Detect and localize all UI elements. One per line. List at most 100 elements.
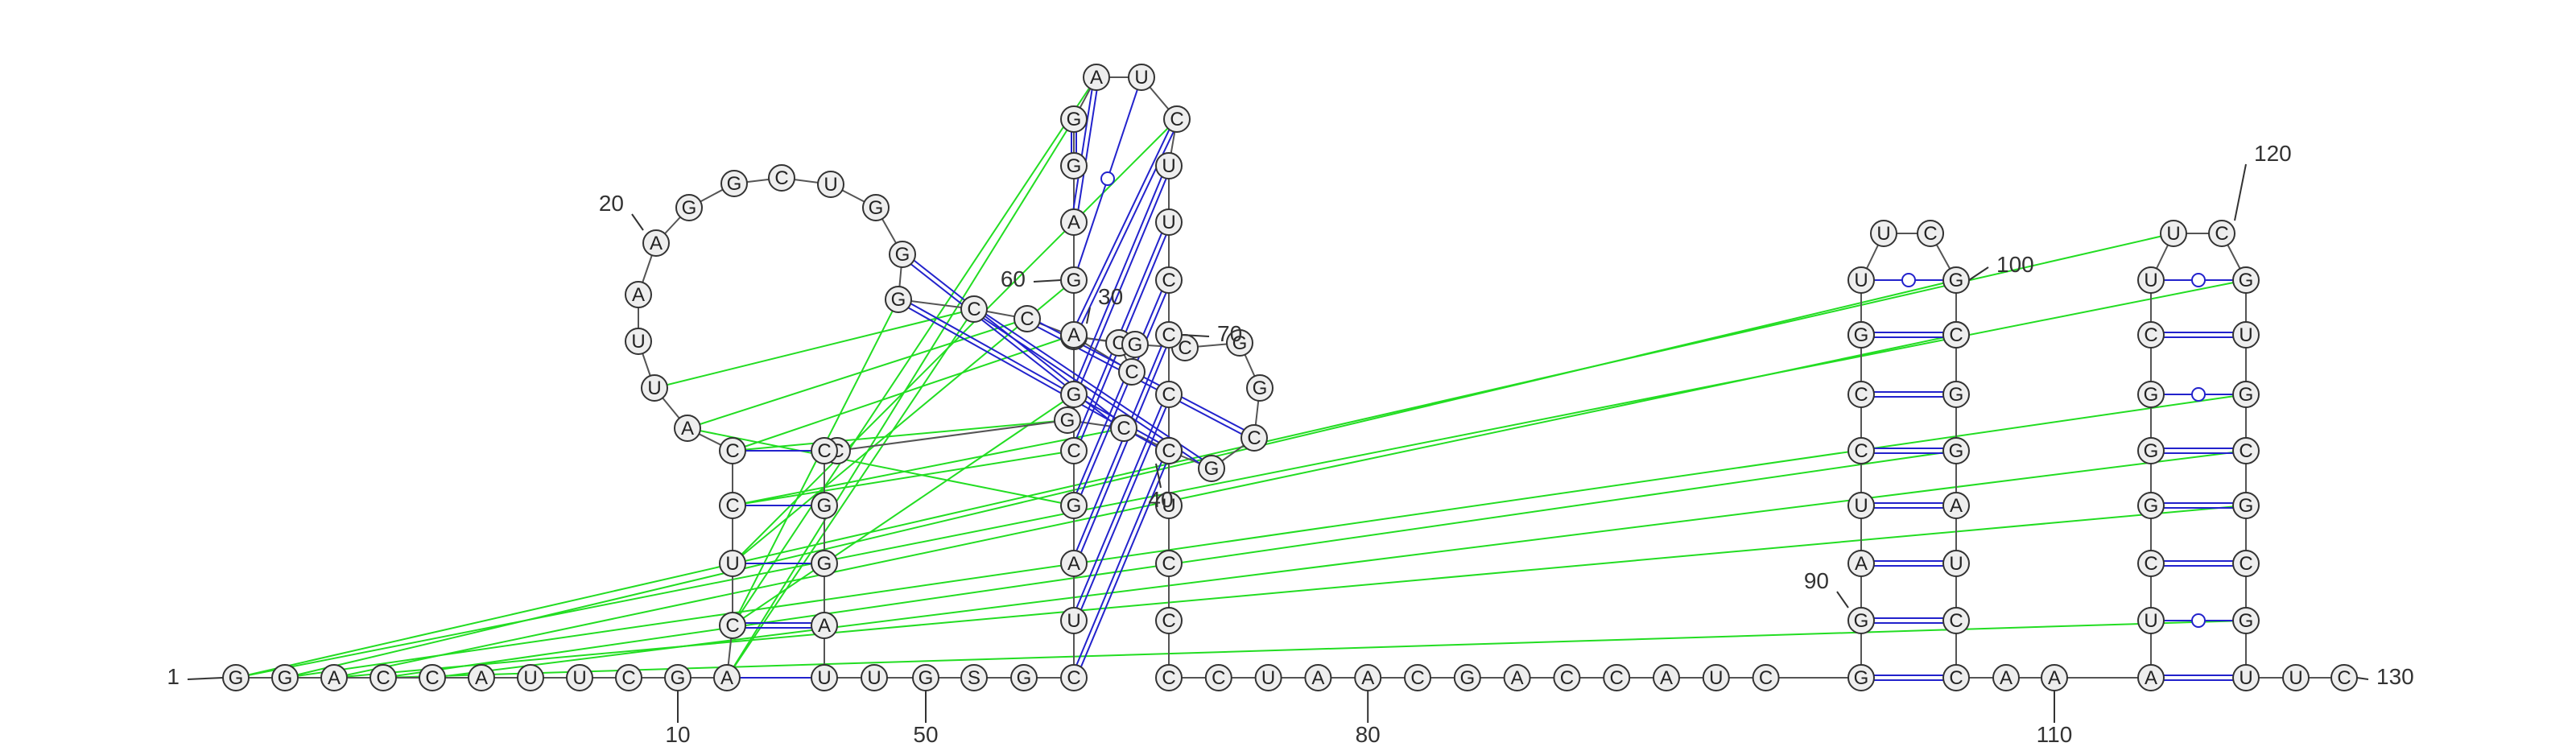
nucleotide-circle bbox=[1404, 664, 1431, 691]
nucleotide-circle bbox=[1942, 381, 1970, 408]
nucleotide-letter: C bbox=[1020, 308, 1034, 330]
nucleotide-letter: G bbox=[2144, 495, 2159, 517]
pseudoknot-line bbox=[654, 308, 975, 389]
position-label: 1 bbox=[167, 664, 180, 689]
base-pair-lines bbox=[740, 89, 2233, 681]
nucleotide: C bbox=[2137, 550, 2165, 577]
nucleotide: C bbox=[1013, 305, 1041, 332]
nucleotide: G bbox=[720, 170, 748, 197]
nucleotide: C bbox=[1155, 381, 1183, 408]
nucleotide: U bbox=[2232, 321, 2260, 349]
nucleotide-letter: G bbox=[2144, 440, 2159, 462]
nucleotide-circle bbox=[2232, 437, 2260, 464]
nucleotide: G bbox=[1054, 406, 1081, 434]
nucleotide: G bbox=[1010, 664, 1038, 691]
position-label: 70 bbox=[1217, 321, 1242, 346]
nucleotide-letter: C bbox=[1759, 667, 1773, 689]
nucleotide-circle bbox=[1155, 266, 1183, 294]
nucleotide-circle bbox=[1847, 321, 1875, 349]
nucleotide-circle bbox=[862, 194, 890, 221]
nucleotide: A bbox=[811, 612, 838, 639]
pseudoknot-line bbox=[333, 334, 1957, 679]
nucleotide: G bbox=[1942, 437, 1970, 464]
nucleotide-circle bbox=[2282, 664, 2310, 691]
nucleotide: G bbox=[2137, 492, 2165, 519]
nucleotide: U bbox=[861, 664, 888, 691]
nucleotide: A bbox=[1060, 208, 1088, 236]
nucleotide: U bbox=[2282, 664, 2310, 691]
nucleotide-letter: G bbox=[2239, 495, 2254, 517]
nucleotide-circle bbox=[889, 241, 916, 268]
nucleotide-letter: U bbox=[1162, 212, 1175, 233]
nucleotide: G bbox=[1060, 492, 1088, 519]
label-tick bbox=[1836, 591, 1849, 609]
nucleotide-letter: G bbox=[895, 244, 910, 266]
nucleotide-circle bbox=[271, 664, 299, 691]
nucleotide: U bbox=[817, 171, 844, 198]
nucleotide-letter: G bbox=[229, 667, 244, 689]
nucleotide: G bbox=[811, 492, 838, 519]
nucleotide-letter: G bbox=[1232, 332, 1248, 354]
nucleotide-letter: G bbox=[1067, 270, 1082, 291]
nucleotide-letter: G bbox=[1017, 667, 1032, 689]
nucleotide-circle bbox=[1155, 208, 1183, 236]
nucleotide-circle bbox=[811, 492, 838, 519]
nucleotide: A bbox=[625, 281, 652, 308]
nucleotide: U bbox=[517, 664, 544, 691]
nucleotide-circle bbox=[719, 437, 746, 464]
nucleotide-letter: C bbox=[1854, 384, 1868, 406]
nucleotide-letter: U bbox=[572, 667, 586, 689]
nucleotide: G bbox=[1246, 374, 1274, 402]
nucleotide: C bbox=[2208, 220, 2235, 247]
nucleotide: C bbox=[1847, 437, 1875, 464]
nucleotide-letter: G bbox=[2239, 384, 2254, 406]
nucleotide-circle bbox=[1847, 437, 1875, 464]
gu-pair-marker bbox=[2191, 387, 2206, 402]
nucleotide-circle bbox=[719, 612, 746, 639]
nucleotide-circle bbox=[817, 171, 844, 198]
nucleotide: U bbox=[641, 374, 668, 402]
nucleotide-letter: G bbox=[1067, 384, 1082, 406]
nucleotide-letter: C bbox=[1410, 667, 1424, 689]
nucleotide-letter: C bbox=[1247, 427, 1261, 449]
pseudoknot-line bbox=[732, 427, 1125, 506]
position-label: 50 bbox=[913, 722, 938, 747]
nucleotide: A bbox=[1354, 664, 1382, 691]
nucleotide-circle bbox=[811, 437, 838, 464]
nucleotide-circle bbox=[1128, 64, 1155, 91]
nucleotide-circle bbox=[625, 328, 652, 355]
pseudoknot-line bbox=[726, 308, 975, 679]
nucleotide-circle bbox=[1847, 607, 1875, 634]
nucleotide-letter: C bbox=[1949, 324, 1963, 346]
label-tick bbox=[1181, 334, 1210, 337]
nucleotide: U bbox=[1847, 492, 1875, 519]
nucleotide-letter: G bbox=[1204, 458, 1220, 480]
nucleotide-circle bbox=[719, 550, 746, 577]
nucleotide-letter: A bbox=[328, 667, 341, 689]
nucleotide-circle bbox=[615, 664, 642, 691]
nucleotide: C bbox=[1155, 550, 1183, 577]
nucleotide-circle bbox=[1060, 152, 1088, 179]
nucleotide-circle bbox=[320, 664, 348, 691]
pseudoknot-line bbox=[687, 318, 1028, 429]
backbone-segment bbox=[836, 419, 1068, 452]
nucleotide-circle bbox=[674, 415, 701, 442]
nucleotide: A bbox=[2041, 664, 2068, 691]
nucleotide: C bbox=[2137, 321, 2165, 349]
nucleotide-letter: A bbox=[1361, 667, 1374, 689]
nucleotide: A bbox=[674, 415, 701, 442]
nucleotide-letter: G bbox=[671, 667, 686, 689]
nucleotide-circle bbox=[2232, 550, 2260, 577]
nucleotide: U bbox=[2160, 220, 2187, 247]
nucleotide-circle bbox=[1054, 406, 1081, 434]
nucleotide-circle bbox=[2232, 381, 2260, 408]
nucleotide-letter: C bbox=[967, 299, 980, 320]
nucleotide-letter: G bbox=[1949, 384, 1964, 406]
nucleotide-letter: A bbox=[632, 284, 645, 306]
nucleotide: U bbox=[625, 328, 652, 355]
nucleotide-circle bbox=[713, 664, 741, 691]
nucleotide-circle bbox=[861, 664, 888, 691]
base-pair-line bbox=[1077, 90, 1098, 210]
nucleotide-circle bbox=[1847, 266, 1875, 294]
nucleotide-letter: U bbox=[523, 667, 537, 689]
